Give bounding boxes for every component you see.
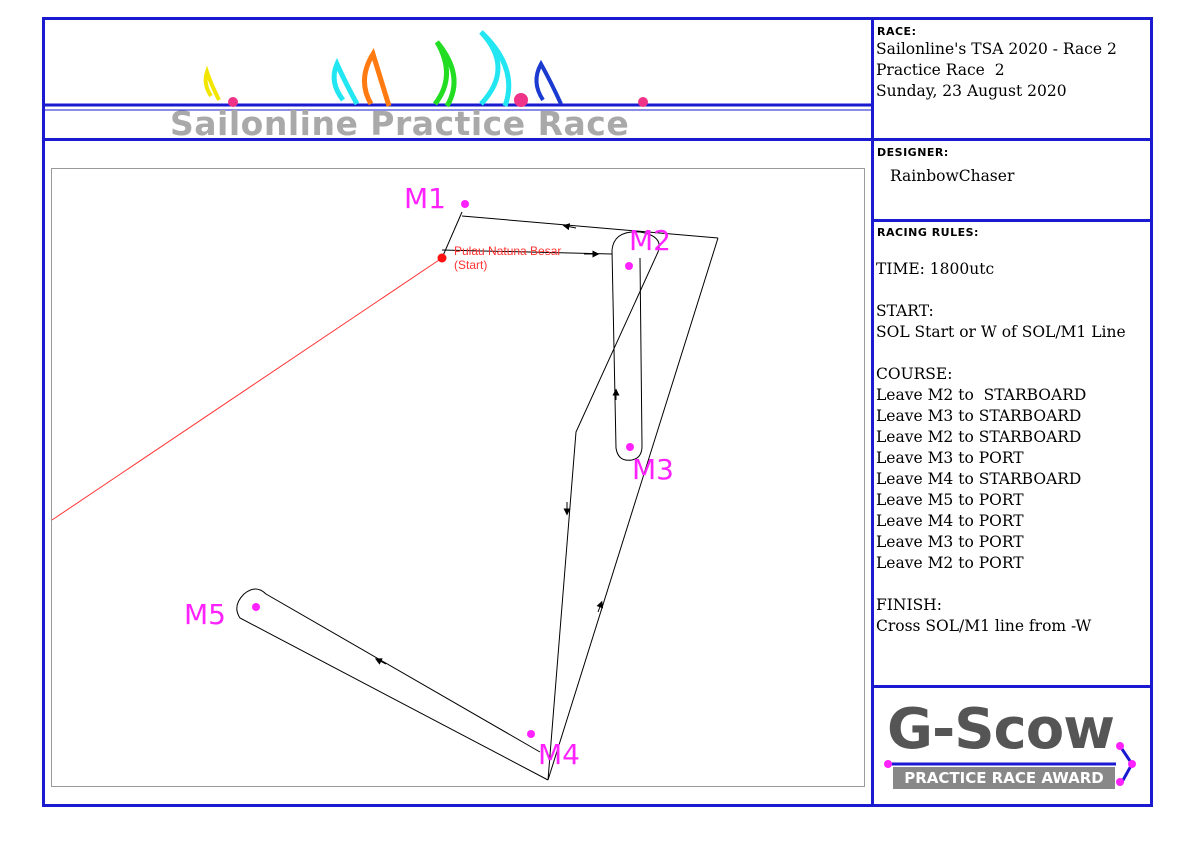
course-leg-top xyxy=(461,215,719,239)
logo-course-graphic xyxy=(884,742,1136,786)
rule-line: Leave M5 to PORT xyxy=(876,491,1024,509)
rule-line: Leave M2 to PORT xyxy=(876,554,1024,572)
mark-m5-label: M5 xyxy=(184,598,226,631)
course-loop-m2m3 xyxy=(547,231,719,781)
race-line-1: Sailonline's TSA 2020 - Race 2 xyxy=(876,40,1117,58)
mark-m1-dot xyxy=(461,200,469,208)
rule-line: Leave M4 to STARBOARD xyxy=(876,470,1082,488)
rule-line: FINISH: xyxy=(876,596,942,614)
mark-m3-label: M3 xyxy=(632,453,674,486)
mark-m2-dot xyxy=(625,262,633,270)
rule-line: Leave M3 to PORT xyxy=(876,449,1024,467)
banner-title: Sailonline Practice Race xyxy=(170,104,630,143)
mark-m4-label: M4 xyxy=(538,738,580,771)
mark-m1-label: M1 xyxy=(404,182,446,215)
designer-name: RainbowChaser xyxy=(890,167,1015,185)
logo-sub: PRACTICE RACE AWARD xyxy=(893,767,1115,789)
race-line-3: Sunday, 23 August 2020 xyxy=(876,82,1067,100)
designer-label: DESIGNER: xyxy=(877,146,949,159)
race-line-2: Practice Race 2 xyxy=(876,61,1005,79)
course-leg-start-m2 xyxy=(441,249,613,255)
rule-line: SOL Start or W of SOL/M1 Line xyxy=(876,323,1126,341)
start-point xyxy=(437,253,447,263)
rule-line: Leave M4 to PORT xyxy=(876,512,1024,530)
rule-line: Leave M2 to STARBOARD xyxy=(876,386,1087,404)
rule-line: Leave M2 to STARBOARD xyxy=(876,428,1082,446)
mark-m4-dot xyxy=(527,730,535,738)
arrow-1 xyxy=(562,223,577,231)
mark-m2-label: M2 xyxy=(629,224,671,257)
course-leg-m2m3 xyxy=(611,249,643,461)
logo-main: G-Scow xyxy=(887,697,1115,762)
race-label: RACE: xyxy=(877,25,917,38)
rules-label: RACING RULES: xyxy=(877,226,979,239)
rhumb-line xyxy=(51,257,443,521)
start-name: Pulau Natuna Besar xyxy=(454,244,561,258)
arrow-6 xyxy=(374,658,387,665)
logo-frame xyxy=(871,685,1153,807)
course-map xyxy=(51,168,865,787)
rule-line: Cross SOL/M1 line from -W xyxy=(876,617,1092,635)
arrow-5 xyxy=(596,600,604,613)
rule-line: Leave M3 to PORT xyxy=(876,533,1024,551)
banner-graphic xyxy=(45,30,871,111)
rule-line: TIME: 1800utc xyxy=(876,260,995,278)
start-note: (Start) xyxy=(454,258,487,272)
rule-line: Leave M3 to STARBOARD xyxy=(876,407,1082,425)
course-loop-m4m5 xyxy=(236,588,549,781)
rule-line: START: xyxy=(876,302,934,320)
mark-m3-dot xyxy=(626,443,634,451)
mark-m5-dot xyxy=(252,603,260,611)
rule-line: COURSE: xyxy=(876,365,953,383)
